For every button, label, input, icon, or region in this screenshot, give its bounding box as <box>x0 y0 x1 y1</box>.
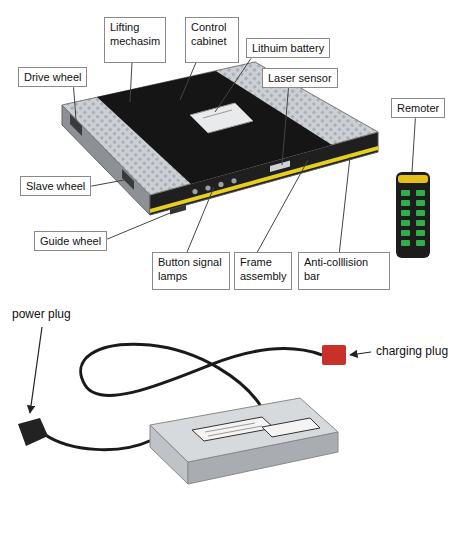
charging-cable <box>81 344 322 408</box>
leader-line <box>257 160 308 252</box>
signal-lamp <box>205 185 210 190</box>
callout-box: Lifting mechasim <box>104 17 166 63</box>
leader-line <box>282 88 288 165</box>
power-cable <box>44 434 152 450</box>
plug-label: charging plug <box>376 344 448 358</box>
charger-sticker <box>262 418 320 437</box>
callout-box: Lithuim battery <box>246 38 330 58</box>
plug-label: power plug <box>12 307 71 321</box>
part-name: Control cabinet <box>191 20 233 49</box>
top-face <box>62 62 378 195</box>
leader-line <box>339 157 350 252</box>
power-plug-arrow <box>30 327 42 413</box>
charger <box>18 327 371 484</box>
charging-plug-arrow <box>350 352 371 355</box>
part-name: Drive wheel <box>24 70 81 84</box>
callout-box: Remoter <box>391 98 445 118</box>
leader-line <box>130 63 132 102</box>
part-name: Laser sensor <box>268 71 332 85</box>
part-name: Anti-colllision bar <box>304 255 384 284</box>
part-name: Frame assembly <box>240 255 286 284</box>
leader-lines <box>74 58 416 252</box>
leader-line <box>180 63 196 100</box>
part-name: Lithuim battery <box>252 41 324 55</box>
callout-box: Guide wheel <box>34 231 107 251</box>
signal-lamp <box>218 182 223 187</box>
callout-box: Laser sensor <box>262 68 338 88</box>
battery-detail <box>203 110 232 118</box>
guide-wheel <box>170 205 186 215</box>
callout-box: Button signal lamps <box>152 252 230 290</box>
agv-vehicle <box>62 62 378 215</box>
signal-lamp <box>231 178 236 183</box>
callout-box: Frame assembly <box>234 252 292 290</box>
sticker-detail <box>208 426 262 436</box>
leader-line <box>74 87 76 120</box>
remote-buttons <box>401 190 425 246</box>
power-plug <box>18 418 48 446</box>
remote-control <box>396 172 430 258</box>
remote-body <box>396 172 430 258</box>
part-name: Slave wheel <box>26 179 85 193</box>
leader-line <box>91 180 124 186</box>
charger-top-face <box>150 398 338 462</box>
part-name: Lifting mechasim <box>110 20 160 49</box>
charging-plug <box>322 345 346 365</box>
battery-cover <box>190 103 253 133</box>
leader-line <box>187 187 214 252</box>
part-name: Remoter <box>397 101 439 115</box>
sticker-detail <box>205 423 255 432</box>
remote-top <box>398 175 428 183</box>
leader-line <box>107 213 170 239</box>
part-name: Button signal lamps <box>158 255 224 284</box>
callout-box: Drive wheel <box>18 67 87 87</box>
slave-wheel <box>122 169 134 190</box>
callout-box: Slave wheel <box>20 176 91 196</box>
leader-line <box>412 118 415 172</box>
part-name: Guide wheel <box>40 234 101 248</box>
signal-lamp <box>192 189 197 194</box>
leader-line <box>215 58 251 112</box>
charger-sticker <box>192 417 274 441</box>
callout-box: Anti-colllision bar <box>298 252 390 290</box>
laser-window <box>270 161 290 173</box>
callout-box: Control cabinet <box>185 17 239 63</box>
